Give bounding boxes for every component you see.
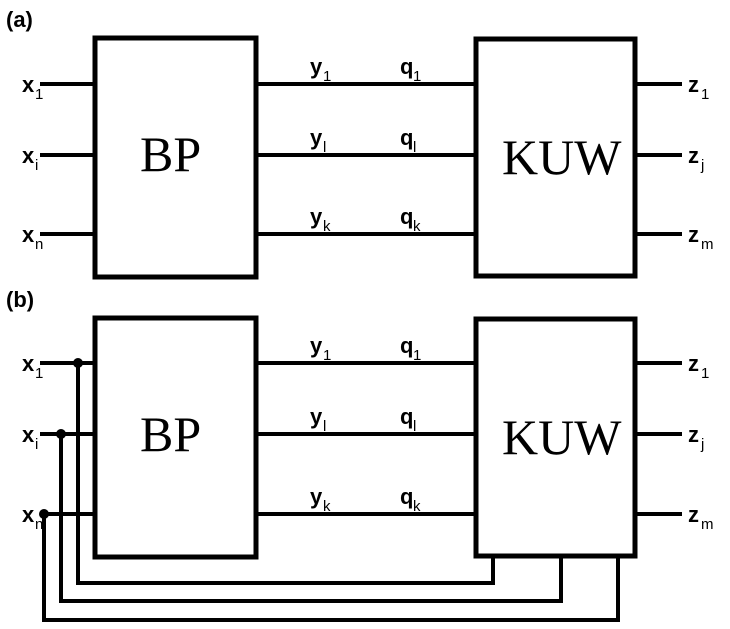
kuw-block-label: KUW <box>502 129 622 185</box>
y-signal-label-subscript: k <box>323 498 331 515</box>
input-label-subscript: 1 <box>35 365 43 382</box>
bp-block-label: BP <box>140 406 201 462</box>
junction-dot <box>73 358 83 368</box>
input-label-subscript: 1 <box>35 86 43 103</box>
output-label-subscript: 1 <box>701 86 709 103</box>
q-signal-label-base: q <box>400 204 413 229</box>
output-label-subscript: m <box>701 516 714 533</box>
junction-dot <box>39 509 49 519</box>
bp-block <box>92 35 259 280</box>
junction-dot <box>56 429 66 439</box>
output-label-subscript: j <box>700 436 704 453</box>
feedback-wire <box>59 434 563 603</box>
output-label-subscript: j <box>700 157 704 174</box>
output-label-subscript: m <box>701 236 714 253</box>
bp-block-label: BP <box>140 126 201 182</box>
panel-label: (b) <box>6 287 34 312</box>
kuw-block <box>473 316 638 559</box>
q-signal-label-base: q <box>400 125 413 150</box>
panel-label: (a) <box>6 7 33 32</box>
y-signal-label-subscript: l <box>323 139 326 156</box>
y-signal-label-base: y <box>310 54 323 79</box>
y-signal-label-base: y <box>310 125 323 150</box>
input-label-base: x <box>22 502 35 527</box>
y-signal-label-base: y <box>310 484 323 509</box>
q-signal-label-subscript: l <box>413 139 416 156</box>
q-signal-label-subscript: k <box>413 218 421 235</box>
y-signal-label-base: y <box>310 204 323 229</box>
y-signal-label-base: y <box>310 333 323 358</box>
input-label-base: x <box>22 351 35 376</box>
q-signal-label-base: q <box>400 333 413 358</box>
input-label-base: x <box>22 222 35 247</box>
feedback-wire <box>42 514 620 622</box>
y-signal-label-subscript: 1 <box>323 68 331 85</box>
y-signal-label-base: y <box>310 404 323 429</box>
y-signal-label-subscript: 1 <box>323 347 331 364</box>
input-label-base: x <box>22 422 35 447</box>
output-label-base: z <box>688 502 699 527</box>
q-signal-label-subscript: l <box>413 418 416 435</box>
output-label-base: z <box>688 422 699 447</box>
input-label-subscript: i <box>35 436 38 453</box>
q-signal-label-base: q <box>400 404 413 429</box>
input-label-subscript: n <box>35 236 43 253</box>
output-label-base: z <box>688 72 699 97</box>
output-label-base: z <box>688 143 699 168</box>
bp-block <box>92 315 259 560</box>
q-signal-label-base: q <box>400 54 413 79</box>
output-label-subscript: 1 <box>701 365 709 382</box>
kuw-block-label: KUW <box>502 409 622 465</box>
q-signal-label-subscript: k <box>413 498 421 515</box>
q-signal-label-base: q <box>400 484 413 509</box>
output-label-base: z <box>688 222 699 247</box>
y-signal-label-subscript: k <box>323 218 331 235</box>
input-label-subscript: i <box>35 157 38 174</box>
input-label-base: x <box>22 143 35 168</box>
y-signal-label-subscript: l <box>323 418 326 435</box>
kuw-block <box>473 36 638 279</box>
q-signal-label-subscript: 1 <box>413 347 421 364</box>
input-label-base: x <box>22 72 35 97</box>
feedback-wire <box>76 363 495 585</box>
input-label-subscript: n <box>35 516 43 533</box>
output-label-base: z <box>688 351 699 376</box>
q-signal-label-subscript: 1 <box>413 68 421 85</box>
